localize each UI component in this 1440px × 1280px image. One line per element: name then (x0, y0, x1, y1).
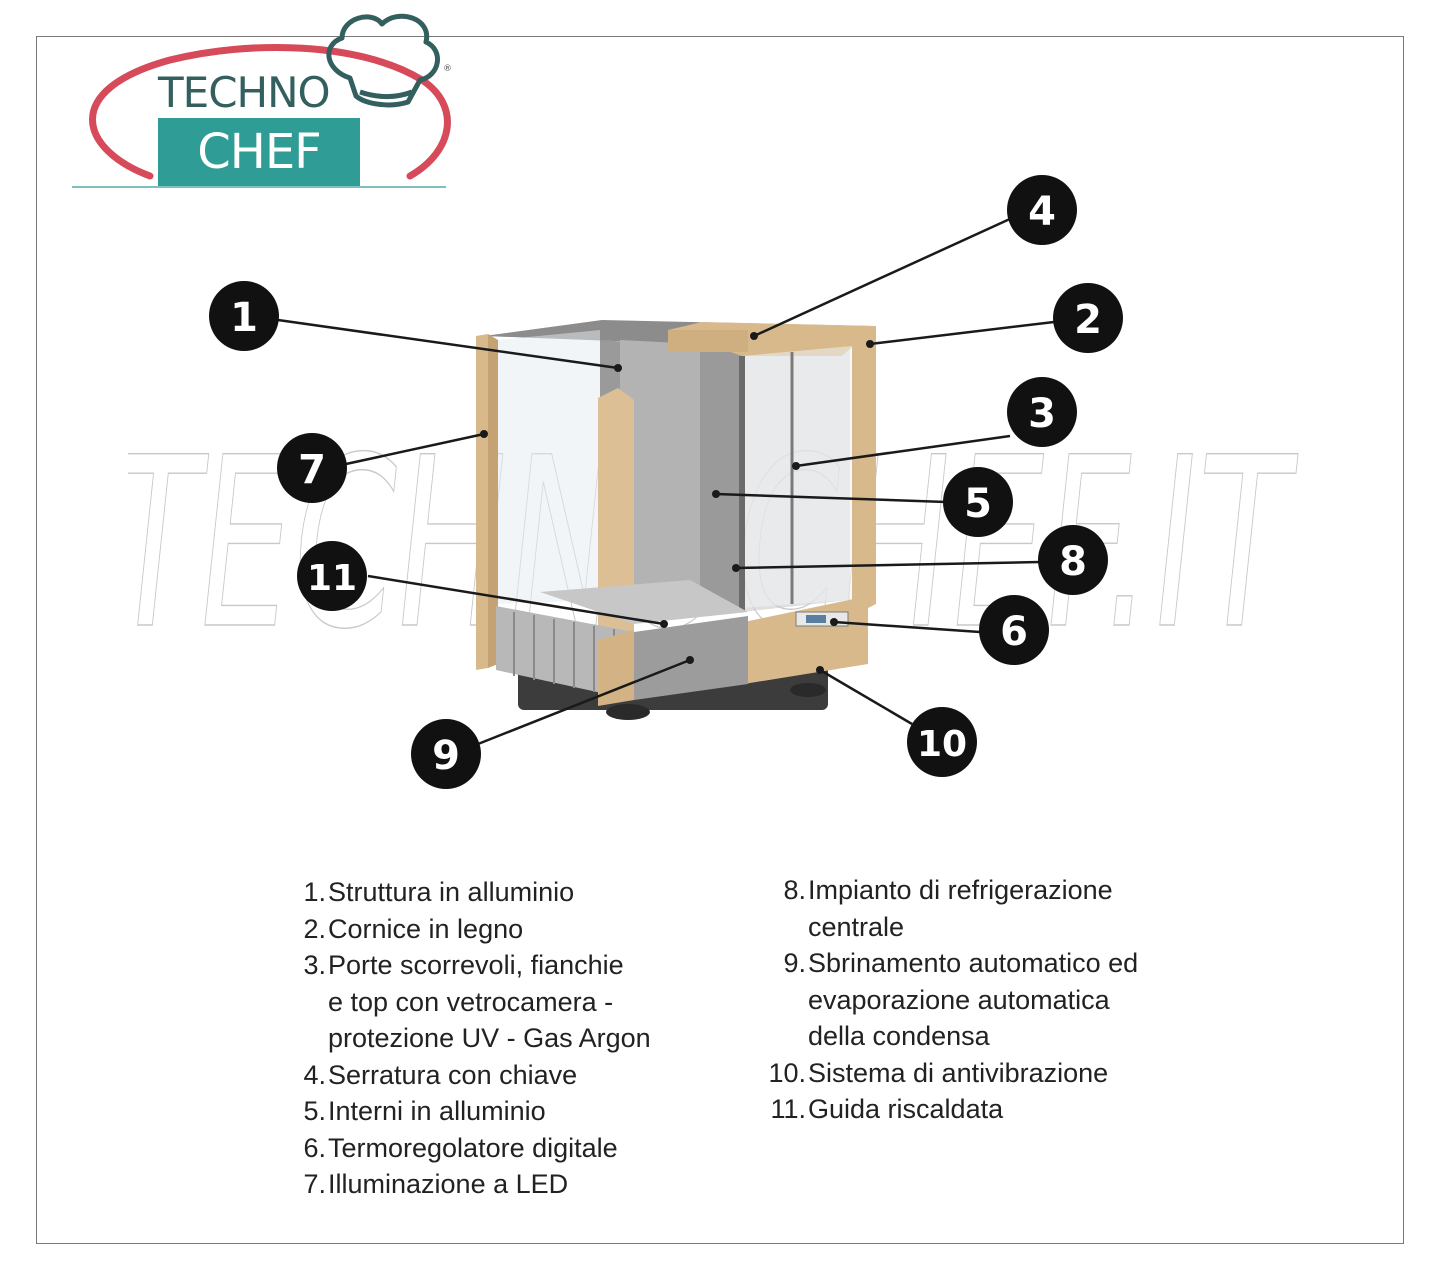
shelf (540, 580, 748, 624)
callout-11-label: 11 (307, 558, 357, 599)
left-glass (498, 330, 600, 604)
callout-10: 10 (907, 707, 977, 777)
registered-mark: ® (443, 64, 452, 74)
legend-text: evaporazione automatica (808, 984, 1110, 1015)
legend-number: 4. (303, 1059, 326, 1090)
legend-number: 9. (783, 948, 806, 978)
legend-number: 2. (303, 913, 326, 944)
legend-number: 10. (768, 1057, 806, 1088)
legend-text: centrale (808, 911, 905, 942)
legend-number: 8. (783, 875, 806, 905)
legend-text: della condensa (808, 1021, 990, 1051)
callout-3-label: 3 (1028, 391, 1056, 437)
legend-text: Termoregolatore digitale (328, 1132, 618, 1163)
callout-9-label: 9 (432, 733, 460, 779)
callout-10-label: 10 (917, 724, 967, 765)
left-wood-post (476, 334, 488, 670)
legend-number: 5. (303, 1096, 326, 1126)
leader-lines (277, 216, 1055, 746)
legend-number: 6. (303, 1132, 326, 1163)
callout-4: 4 (1007, 175, 1077, 245)
legend-text: e top con vetrocamera - (328, 986, 614, 1017)
callout-5: 5 (943, 467, 1013, 537)
logo-chef-text: CHEF (197, 124, 322, 180)
product-diagram: 1 2 3 4 5 6 7 8 9 10 11 (209, 175, 1123, 789)
callout-7: 7 (277, 433, 347, 503)
legend-number: 11. (770, 1094, 806, 1124)
legend-number: 3. (303, 950, 326, 980)
logo-graphic (72, 13, 451, 188)
callout-1: 1 (209, 281, 279, 351)
legend-text: Sbrinamento automatico ed (808, 948, 1139, 978)
page-frame (36, 36, 1404, 1244)
technochef-logo: TECHNO CHEF ® (60, 0, 460, 200)
legend-number: 7. (303, 1169, 326, 1199)
legend-text: protezione UV - Gas Argon (328, 1023, 651, 1053)
callout-4-label: 4 (1028, 189, 1056, 235)
legend-text: Porte scorrevoli, fianchie (328, 950, 624, 980)
legend-text: Impianto di refrigerazione (808, 875, 1113, 905)
callout-5-label: 5 (964, 481, 992, 527)
legend-number: 1. (303, 877, 326, 907)
callout-3: 3 (1007, 377, 1077, 447)
callout-9: 9 (411, 719, 481, 789)
sliding-doors (742, 346, 852, 608)
logo-techno-text: TECHNO (158, 68, 331, 117)
right-wood-post (852, 326, 876, 616)
callout-8-label: 8 (1059, 539, 1087, 585)
legend-text: Cornice in legno (328, 913, 524, 944)
callout-6: 6 (979, 595, 1049, 665)
callout-7-label: 7 (298, 447, 326, 493)
legend-text: Serratura con chiave (328, 1059, 578, 1090)
legend-text: Struttura in alluminio (328, 877, 575, 907)
legend-text: Sistema di antivibrazione (808, 1057, 1109, 1088)
front-wood-post (598, 388, 634, 650)
chef-hat-icon (326, 13, 440, 108)
legend-text: Illuminazione a LED (328, 1169, 569, 1199)
callout-8: 8 (1038, 525, 1108, 595)
callout-2: 2 (1053, 283, 1123, 353)
logo-chef-box: CHEF (158, 118, 360, 186)
callout-1-label: 1 (230, 295, 258, 341)
callout-2-label: 2 (1074, 297, 1102, 343)
callout-11: 11 (297, 541, 367, 611)
legend-text: Interni in alluminio (328, 1096, 546, 1126)
legend-text: Guida riscaldata (808, 1094, 1004, 1124)
callout-6-label: 6 (1000, 609, 1028, 655)
